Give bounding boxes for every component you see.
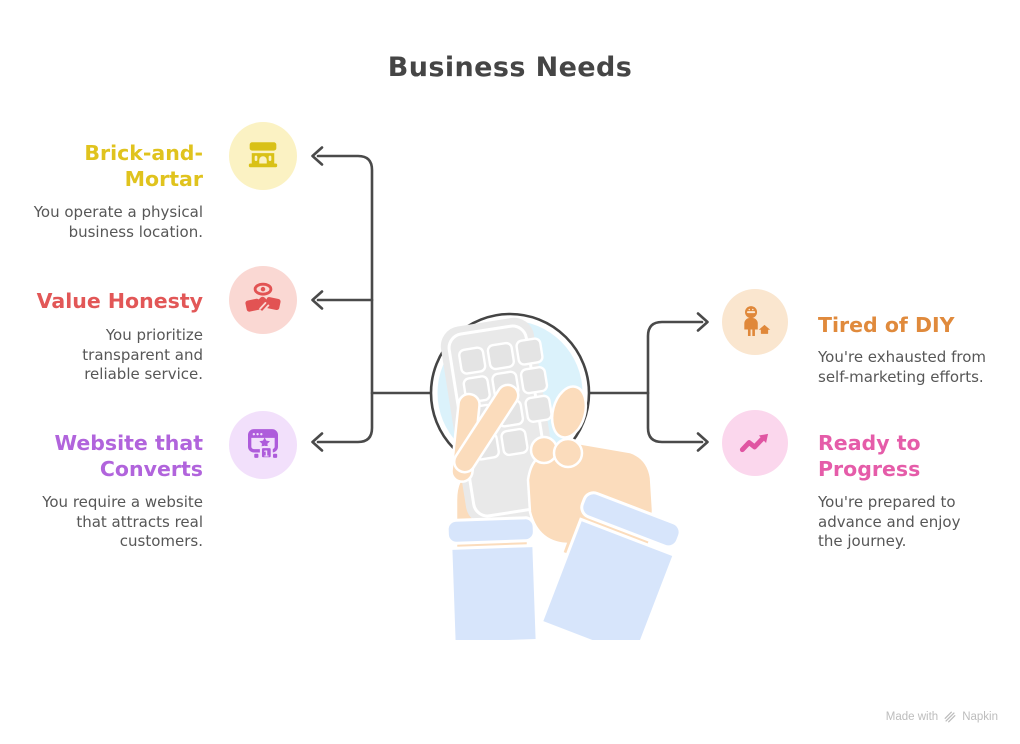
icon-bubble-value-honesty xyxy=(229,266,297,334)
icon-bubble-brick-and-mortar xyxy=(229,122,297,190)
svg-text:1: 1 xyxy=(263,448,269,458)
arrowhead-right-top xyxy=(696,312,709,332)
made-with-label: Made with xyxy=(885,711,939,723)
icon-bubble-ready-to-progress xyxy=(722,410,788,476)
node-desc-brick-and-mortar: You operate a physical business location… xyxy=(33,203,203,241)
node-desc-tired-of-diy: You're exhausted from self-marketing eff… xyxy=(818,348,986,386)
icon-bubble-website-that-converts: 1 xyxy=(229,411,297,479)
right-sleeve xyxy=(539,491,682,640)
napkin-logo-icon xyxy=(944,711,956,723)
node-title-ready-to-progress: Ready to Progress xyxy=(818,431,921,481)
icon-bubble-tired-of-diy xyxy=(722,289,788,355)
node-title-value-honesty: Value Honesty xyxy=(36,289,203,313)
browser-rank-icon: 1 xyxy=(248,429,278,460)
handshake-eye-icon xyxy=(245,282,281,312)
node-desc-ready-to-progress: You're prepared to advance and enjoy the… xyxy=(818,493,961,550)
made-with-napkin-badge: Made with Napkin xyxy=(886,710,998,724)
arrowhead-left-top xyxy=(311,146,324,166)
connector-left-trunk xyxy=(316,154,374,444)
node-desc-value-honesty: You prioritize transparent and reliable … xyxy=(82,326,203,383)
napkin-brand-label: Napkin xyxy=(962,711,998,723)
node-desc-website-that-converts: You require a website that attracts real… xyxy=(42,493,203,550)
left-sleeve xyxy=(445,516,539,640)
node-title-website-that-converts: Website that Converts xyxy=(54,431,203,481)
trending-up-icon xyxy=(739,433,769,453)
pointing-finger xyxy=(452,383,520,474)
page-title: Business Needs xyxy=(387,52,633,83)
arrowhead-left-bottom xyxy=(311,432,324,452)
arrowhead-left-middle xyxy=(311,290,324,310)
arrowhead-right-bottom xyxy=(696,432,709,452)
node-title-brick-and-mortar: Brick-and- Mortar xyxy=(84,141,203,191)
person-house-icon xyxy=(744,306,771,337)
hands-using-phone-illustration xyxy=(429,312,682,640)
storefront-icon xyxy=(248,142,278,168)
node-title-tired-of-diy: Tired of DIY xyxy=(818,313,955,337)
